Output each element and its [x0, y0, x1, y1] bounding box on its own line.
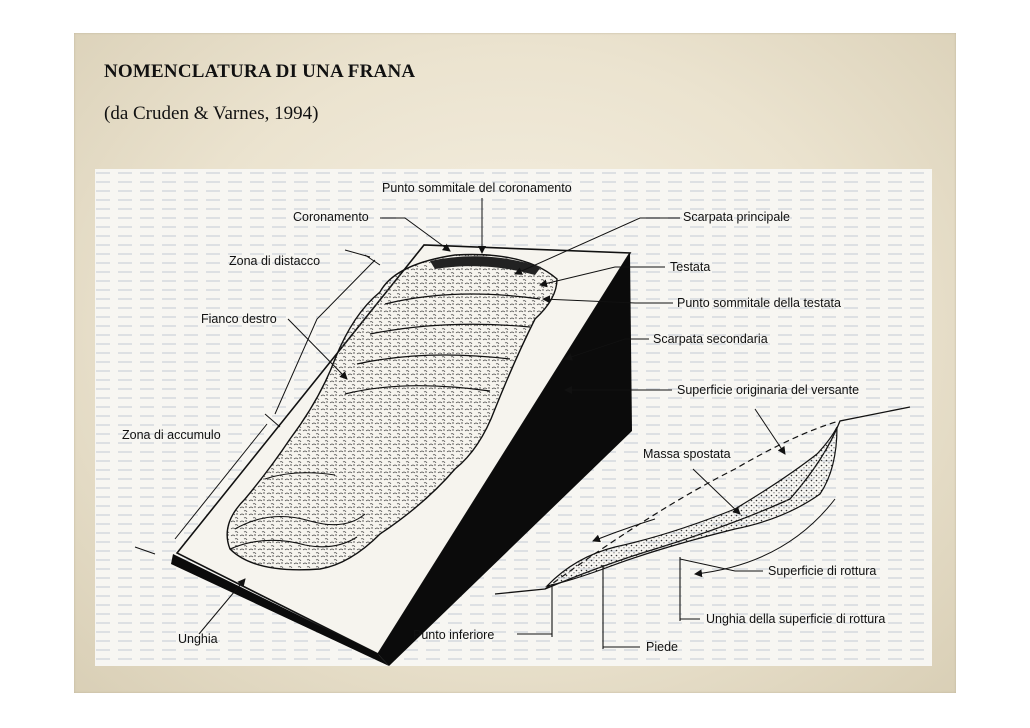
- label-fianco-destro: Fianco destro: [201, 312, 277, 326]
- terrace-line: [344, 385, 491, 395]
- landslide-body: [226, 253, 558, 571]
- landslide-figure: Punto sommitale del coronamento Coroname…: [95, 169, 932, 666]
- leader-fianco-destro: [287, 318, 348, 380]
- label-unghia: Unghia: [178, 632, 218, 646]
- leader-coronamento: [380, 217, 451, 252]
- label-testata: Testata: [670, 260, 710, 274]
- leader-testata: [539, 266, 665, 288]
- terrace-line: [369, 323, 531, 335]
- original-surface-line: [544, 420, 840, 590]
- block-front-face: [171, 554, 389, 666]
- toe-lobe-line: [229, 536, 358, 550]
- upslope-arrow: [592, 518, 656, 543]
- bracket-tick: [264, 413, 281, 428]
- leader-unghia: [198, 578, 246, 635]
- slide-subtitle: (da Cruden & Varnes, 1994): [104, 103, 319, 124]
- leader-lines: [134, 198, 786, 648]
- displaced-mass: [545, 426, 838, 588]
- label-piede: Piede: [646, 640, 678, 654]
- label-superficie-rottura: Superficie di rottura: [768, 564, 876, 578]
- slide: NOMENCLATURA DI UNA FRANA (da Cruden & V…: [74, 33, 956, 693]
- landslide-cross-section: [494, 406, 911, 649]
- label-punto-inferiore: Punto inferiore: [413, 628, 494, 642]
- landslide-diagram: Punto sommitale del coronamento Coroname…: [95, 169, 932, 666]
- leader-scarpata-secondaria: [564, 338, 649, 361]
- label-scarpata-secondaria: Scarpata secondaria: [653, 332, 768, 346]
- crown-band: [430, 256, 541, 275]
- bracket-tick: [134, 546, 156, 555]
- label-zona-accumulo: Zona di accumulo: [122, 428, 221, 442]
- terrace-line: [356, 354, 511, 365]
- bracket-tick: [344, 249, 371, 258]
- toe-lobe-line: [264, 472, 336, 480]
- leader-superficie-rottura: [679, 558, 763, 572]
- slide-title: NOMENCLATURA DI UNA FRANA: [104, 61, 416, 82]
- label-punto-sommitale-coronamento: Punto sommitale del coronamento: [382, 181, 572, 195]
- toe-lobe-line: [234, 513, 366, 530]
- label-punto-sommitale-testata: Punto sommitale della testata: [677, 296, 841, 310]
- leader-massa-spostata: [692, 468, 741, 515]
- label-coronamento: Coronamento: [293, 210, 369, 224]
- label-massa-spostata: Massa spostata: [643, 447, 731, 461]
- label-scarpata-principale: Scarpata principale: [683, 210, 790, 224]
- label-superficie-originaria: Superficie originaria del versante: [677, 383, 859, 397]
- label-zona-distacco: Zona di distacco: [229, 254, 320, 268]
- leader-superficie-originaria-section: [754, 408, 786, 455]
- rupture-surface-arrow: [694, 498, 836, 578]
- terrace-line: [384, 293, 541, 305]
- label-unghia-superficie-rottura: Unghia della superficie di rottura: [706, 612, 885, 626]
- leader-punto-sommitale-testata: [542, 295, 673, 304]
- leader-scarpata-principale: [514, 217, 680, 275]
- zona-distacco-bracket: [274, 259, 376, 415]
- zona-accumulo-bracket: [174, 423, 268, 540]
